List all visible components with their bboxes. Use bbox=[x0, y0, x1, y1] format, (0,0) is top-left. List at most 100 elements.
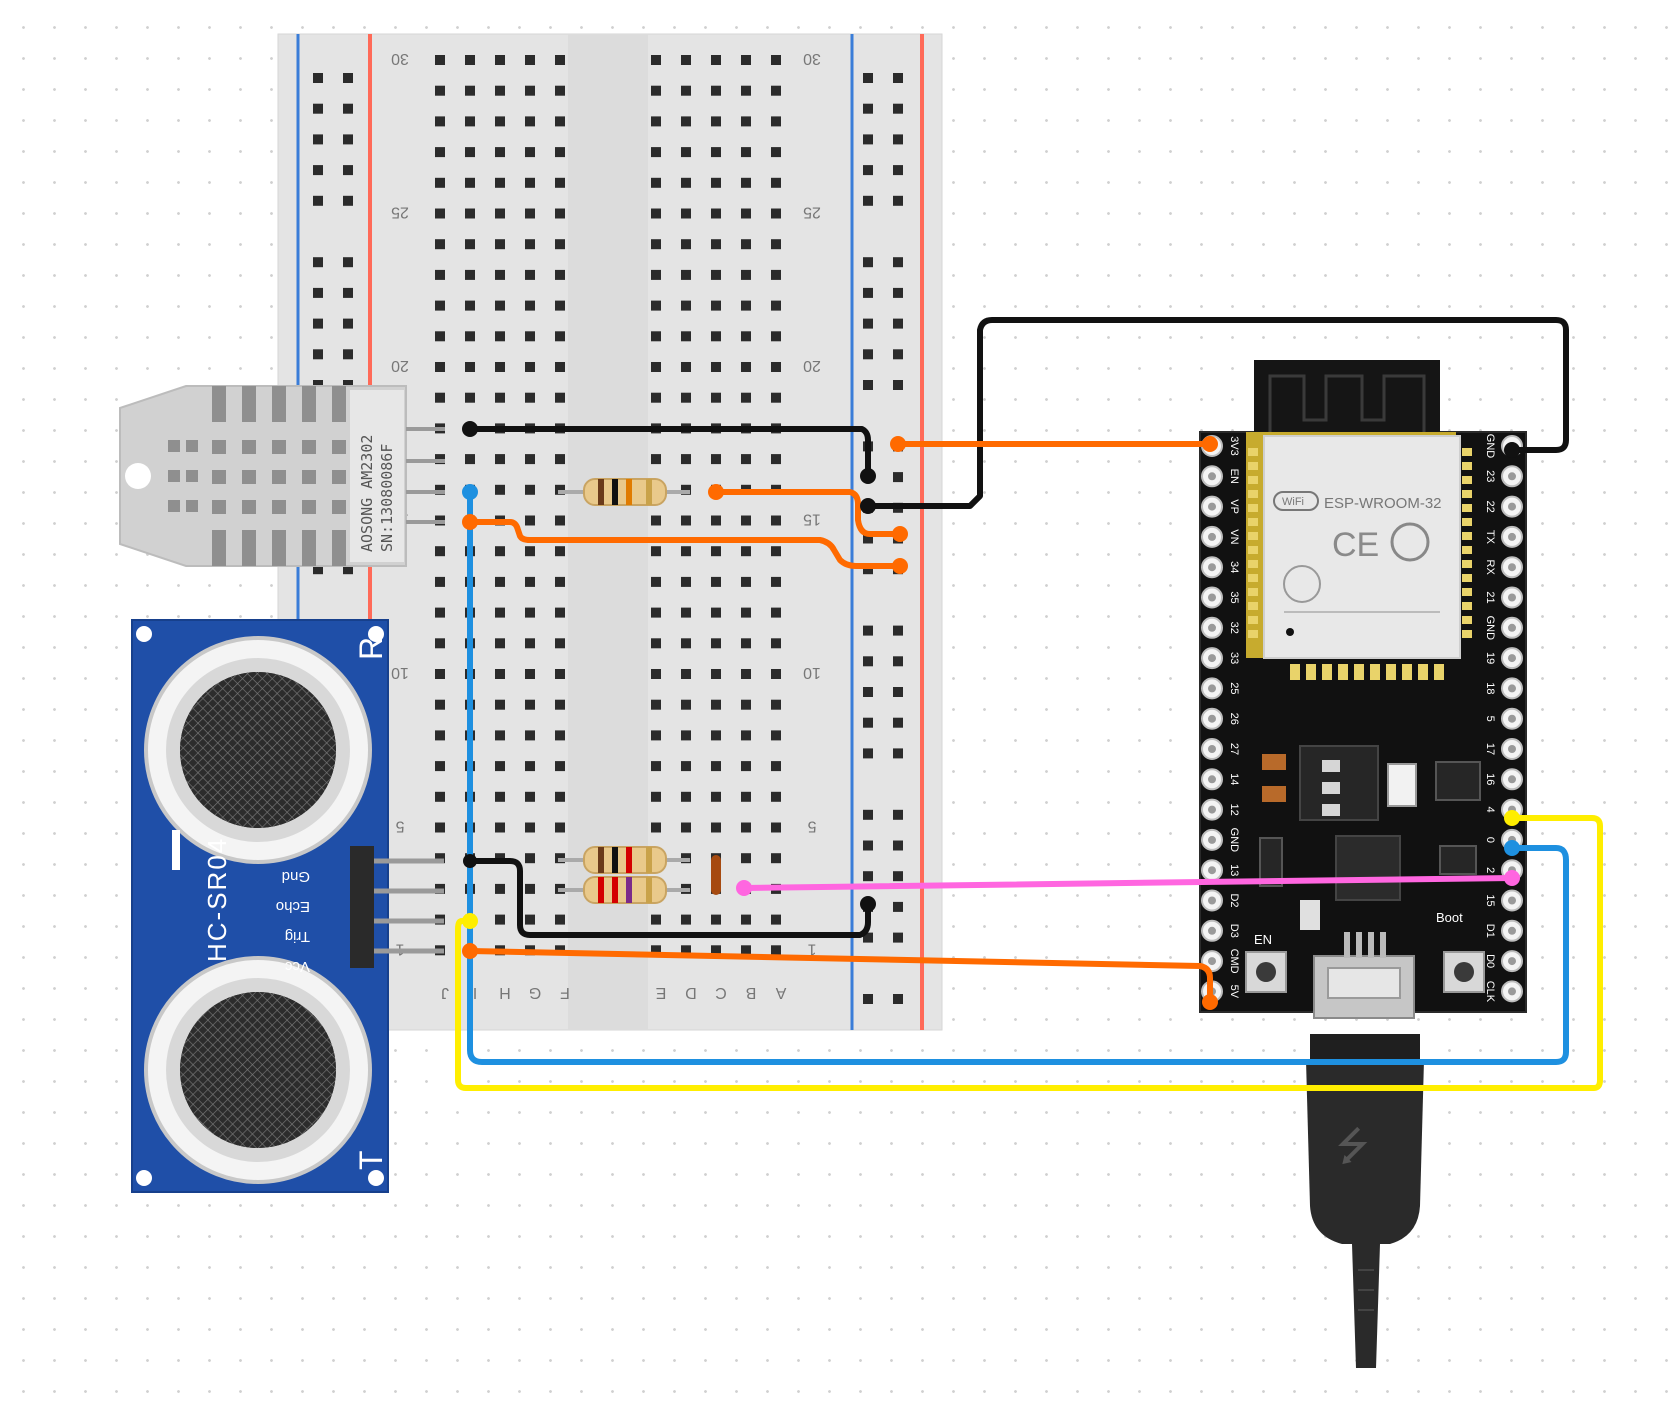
breadboard-hole[interactable] bbox=[555, 331, 565, 342]
rail-hole[interactable] bbox=[313, 103, 323, 114]
breadboard-hole[interactable] bbox=[771, 669, 781, 679]
rail-hole[interactable] bbox=[893, 932, 903, 943]
breadboard-hole[interactable] bbox=[435, 300, 445, 311]
breadboard-hole[interactable] bbox=[771, 269, 781, 280]
breadboard-hole[interactable] bbox=[435, 638, 445, 649]
breadboard-hole[interactable] bbox=[651, 300, 661, 311]
breadboard-hole[interactable] bbox=[681, 147, 691, 158]
breadboard-hole[interactable] bbox=[741, 669, 751, 679]
rail-hole[interactable] bbox=[863, 533, 873, 544]
breadboard-hole[interactable] bbox=[681, 362, 691, 372]
breadboard-hole[interactable] bbox=[435, 331, 445, 342]
breadboard-hole[interactable] bbox=[681, 239, 691, 250]
breadboard-hole[interactable] bbox=[711, 515, 721, 526]
rail-hole[interactable] bbox=[893, 165, 903, 176]
rail-hole[interactable] bbox=[893, 840, 903, 851]
breadboard-hole[interactable] bbox=[651, 55, 661, 65]
rail-hole[interactable] bbox=[863, 134, 873, 145]
rail-hole[interactable] bbox=[893, 871, 903, 882]
breadboard-hole[interactable] bbox=[711, 699, 721, 710]
rail-hole[interactable] bbox=[863, 349, 873, 360]
rail-hole[interactable] bbox=[863, 380, 873, 390]
breadboard-hole[interactable] bbox=[771, 116, 781, 127]
rail-hole[interactable] bbox=[313, 257, 323, 268]
breadboard-hole[interactable] bbox=[681, 607, 691, 618]
breadboard-hole[interactable] bbox=[525, 331, 535, 342]
breadboard-hole[interactable] bbox=[435, 669, 445, 679]
breadboard-hole[interactable] bbox=[681, 945, 691, 956]
rail-hole[interactable] bbox=[863, 687, 873, 697]
breadboard-hole[interactable] bbox=[465, 331, 475, 342]
breadboard-hole[interactable] bbox=[711, 730, 721, 741]
breadboard-hole[interactable] bbox=[681, 454, 691, 465]
breadboard-hole[interactable] bbox=[555, 177, 565, 188]
breadboard-hole[interactable] bbox=[651, 761, 661, 772]
breadboard-hole[interactable] bbox=[771, 761, 781, 772]
breadboard-hole[interactable] bbox=[525, 730, 535, 741]
rail-hole[interactable] bbox=[863, 932, 873, 943]
rail-hole[interactable] bbox=[313, 195, 323, 206]
rail-hole[interactable] bbox=[313, 134, 323, 145]
rail-hole[interactable] bbox=[863, 287, 873, 298]
rail-hole[interactable] bbox=[863, 165, 873, 176]
rail-hole[interactable] bbox=[343, 564, 353, 575]
breadboard-hole[interactable] bbox=[741, 269, 751, 280]
breadboard-hole[interactable] bbox=[495, 454, 505, 465]
breadboard-hole[interactable] bbox=[711, 914, 721, 925]
rail-hole[interactable] bbox=[893, 134, 903, 145]
breadboard-hole[interactable] bbox=[525, 85, 535, 96]
breadboard-hole[interactable] bbox=[651, 515, 661, 526]
breadboard-hole[interactable] bbox=[741, 239, 751, 250]
breadboard-hole[interactable] bbox=[555, 576, 565, 587]
breadboard-hole[interactable] bbox=[435, 392, 445, 403]
breadboard-hole[interactable] bbox=[555, 55, 565, 65]
breadboard-hole[interactable] bbox=[435, 208, 445, 219]
breadboard-hole[interactable] bbox=[465, 208, 475, 219]
breadboard-hole[interactable] bbox=[771, 331, 781, 342]
breadboard-hole[interactable] bbox=[525, 454, 535, 465]
breadboard-hole[interactable] bbox=[711, 791, 721, 802]
breadboard-hole[interactable] bbox=[771, 515, 781, 526]
breadboard-hole[interactable] bbox=[681, 177, 691, 188]
rail-hole[interactable] bbox=[863, 748, 873, 759]
breadboard-hole[interactable] bbox=[555, 147, 565, 158]
breadboard-hole[interactable] bbox=[711, 55, 721, 65]
boot-button[interactable] bbox=[1443, 951, 1485, 993]
rail-hole[interactable] bbox=[343, 165, 353, 176]
breadboard-hole[interactable] bbox=[555, 85, 565, 96]
breadboard-hole[interactable] bbox=[681, 85, 691, 96]
breadboard-hole[interactable] bbox=[435, 853, 445, 864]
breadboard-hole[interactable] bbox=[711, 239, 721, 250]
breadboard-hole[interactable] bbox=[651, 269, 661, 280]
breadboard-hole[interactable] bbox=[771, 730, 781, 741]
breadboard-hole[interactable] bbox=[711, 761, 721, 772]
breadboard-hole[interactable] bbox=[651, 822, 661, 833]
breadboard-hole[interactable] bbox=[465, 239, 475, 250]
rail-hole[interactable] bbox=[893, 809, 903, 820]
breadboard-hole[interactable] bbox=[495, 300, 505, 311]
breadboard-hole[interactable] bbox=[525, 546, 535, 557]
breadboard-hole[interactable] bbox=[555, 484, 565, 495]
breadboard-hole[interactable] bbox=[435, 730, 445, 741]
breadboard-hole[interactable] bbox=[525, 177, 535, 188]
breadboard-hole[interactable] bbox=[651, 546, 661, 557]
breadboard-hole[interactable] bbox=[741, 392, 751, 403]
breadboard-hole[interactable] bbox=[555, 454, 565, 465]
breadboard-hole[interactable] bbox=[771, 147, 781, 158]
breadboard-hole[interactable] bbox=[741, 822, 751, 833]
breadboard-hole[interactable] bbox=[495, 883, 505, 894]
breadboard-hole[interactable] bbox=[525, 822, 535, 833]
breadboard-hole[interactable] bbox=[741, 300, 751, 311]
rail-hole[interactable] bbox=[893, 287, 903, 298]
rail-hole[interactable] bbox=[863, 656, 873, 667]
breadboard-hole[interactable] bbox=[771, 822, 781, 833]
breadboard-hole[interactable] bbox=[465, 177, 475, 188]
breadboard-hole[interactable] bbox=[525, 55, 535, 65]
breadboard-hole[interactable] bbox=[525, 638, 535, 649]
breadboard-hole[interactable] bbox=[711, 454, 721, 465]
breadboard-hole[interactable] bbox=[525, 791, 535, 802]
breadboard-hole[interactable] bbox=[681, 914, 691, 925]
breadboard-hole[interactable] bbox=[555, 914, 565, 925]
breadboard-hole[interactable] bbox=[651, 392, 661, 403]
breadboard-hole[interactable] bbox=[555, 607, 565, 618]
